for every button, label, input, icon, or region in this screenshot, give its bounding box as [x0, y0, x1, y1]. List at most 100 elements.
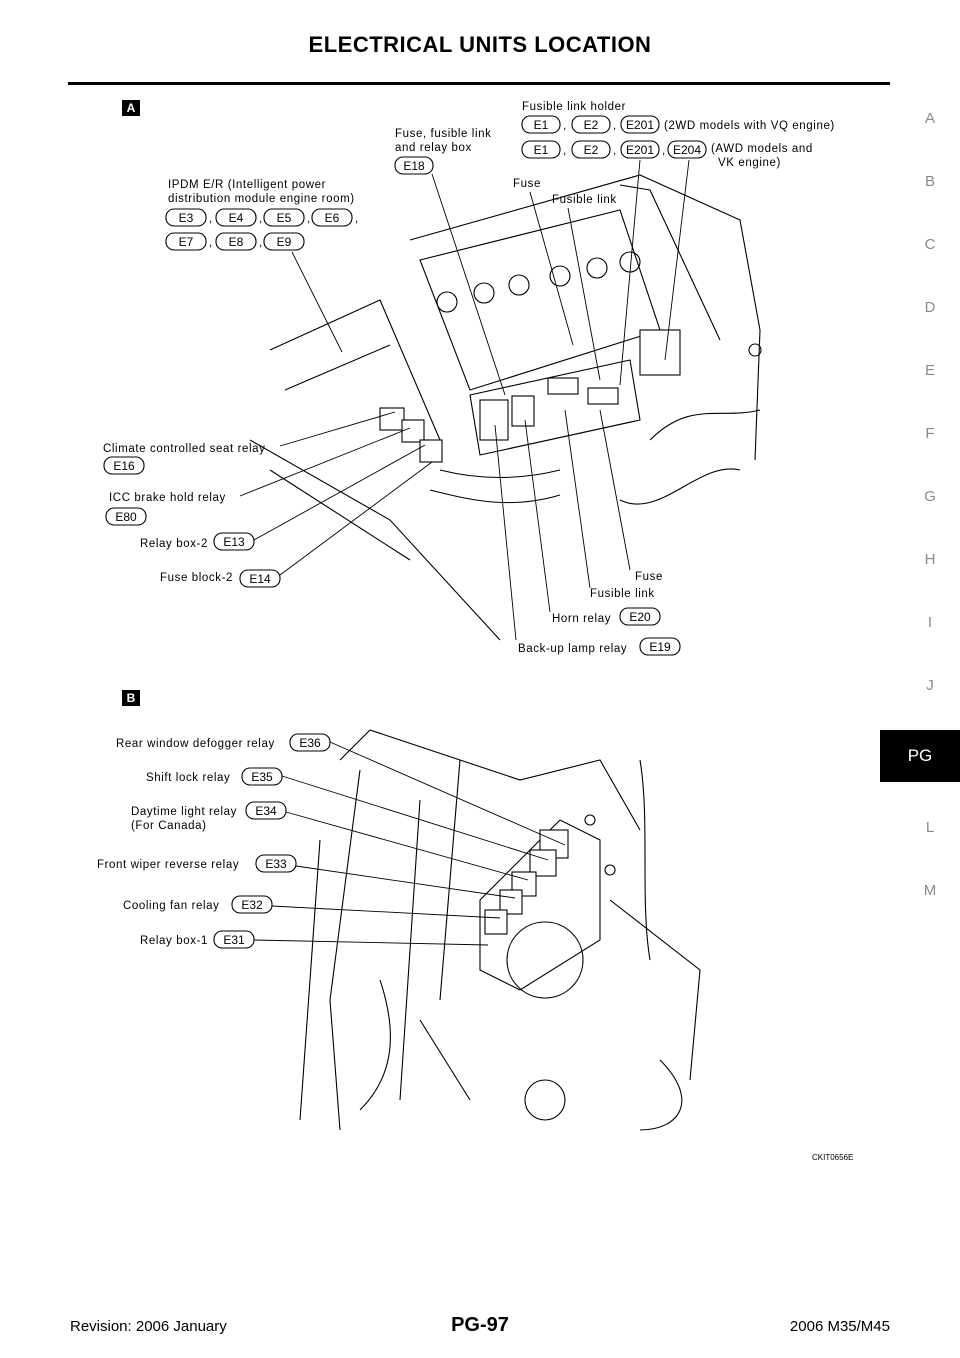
connector-e204-row2: [667, 140, 707, 159]
connector-e2-row2: [571, 140, 611, 159]
connector-e33-text: E33: [265, 857, 287, 871]
fusible-link-holder-row2: E1 , E2 , E201 , E204 (AWD models and VK…: [521, 140, 813, 169]
svg-text:,: ,: [209, 213, 213, 225]
footer-revision: Revision: 2006 January: [70, 1318, 227, 1335]
shift-lock-relay-label: Shift lock relay: [146, 772, 230, 784]
figure-a-badge-letter: A: [127, 101, 136, 115]
cooling-fan-relay-label: Cooling fan relay: [123, 900, 220, 912]
fusible-link-holder-note2-line2: VK engine): [718, 157, 781, 169]
footer-model: 2006 M35/M45: [789, 1318, 890, 1335]
diagram-canvas: A: [97, 100, 853, 1162]
fuse-block-2-label: Fuse block-2: [160, 572, 233, 584]
ipdm-row2: E7 , E8 , E9: [165, 232, 305, 251]
connector-e201-row2: [620, 140, 660, 159]
side-index-e[interactable]: E: [924, 362, 935, 379]
connector-e4-text: E4: [229, 211, 244, 225]
relay-box-1-label: Relay box-1: [140, 935, 208, 947]
connector-e204-row2-text: E204: [673, 143, 701, 157]
connector-e1-row2-text: E1: [534, 143, 549, 157]
fuse-top-label: Fuse: [513, 178, 541, 190]
side-index-j[interactable]: J: [926, 677, 934, 694]
connector-e7-text: E7: [179, 235, 194, 249]
side-index-f[interactable]: F: [925, 425, 935, 442]
connector-e3-text: E3: [179, 211, 194, 225]
svg-text:,: ,: [355, 213, 359, 225]
svg-text:,: ,: [662, 145, 666, 157]
connector-e8-text: E8: [229, 235, 244, 249]
side-index: A B C D E F G H I J PG L M: [880, 0, 960, 1358]
fusible-link-holder-note2-line1: (AWD models and: [711, 143, 813, 155]
figure-b-badge-letter: B: [127, 691, 136, 705]
connector-e18-text: E18: [403, 159, 425, 173]
fusible-link-holder-row1: E1 , E2 , E201 (2WD models with VQ engin…: [521, 115, 835, 134]
connector-e1-row2: [521, 140, 561, 159]
connector-e2-row1-text: E2: [584, 118, 599, 132]
connector-e20-text: E20: [629, 610, 651, 624]
svg-text:,: ,: [563, 120, 567, 132]
connector-e34-text: E34: [255, 804, 277, 818]
side-index-l[interactable]: L: [925, 819, 935, 836]
side-index-i[interactable]: I: [927, 614, 933, 631]
svg-text:,: ,: [259, 237, 263, 249]
connector-e32-text: E32: [241, 898, 263, 912]
icc-relay-label: ICC brake hold relay: [109, 492, 226, 504]
connector-e18: [394, 156, 434, 175]
side-index-pg-active[interactable]: PG: [880, 730, 960, 782]
connector-e2-row1: [571, 115, 611, 134]
connector-e13-text: E13: [223, 535, 245, 549]
side-index-b[interactable]: B: [924, 173, 935, 190]
connector-e201-row1: [620, 115, 660, 134]
ipdm-row1: E3 , E4 , E5 , E6 ,: [165, 208, 359, 227]
svg-text:,: ,: [563, 145, 567, 157]
rear-defogger-relay-label: Rear window defogger relay: [116, 738, 275, 750]
connector-e35-text: E35: [251, 770, 273, 784]
svg-text:,: ,: [259, 213, 263, 225]
connector-e6-text: E6: [325, 211, 340, 225]
connector-e1-row1-text: E1: [534, 118, 549, 132]
side-index-h[interactable]: H: [924, 551, 936, 568]
backup-lamp-relay-label: Back-up lamp relay: [518, 643, 627, 655]
wiper-reverse-relay-label: Front wiper reverse relay: [97, 859, 239, 871]
connector-e80-text: E80: [115, 510, 137, 524]
engine-bay-illustration: [249, 174, 762, 641]
connector-e14-text: E14: [249, 572, 271, 586]
fusible-link-holder-note1: (2WD models with VQ engine): [664, 120, 835, 132]
page-title: ELECTRICAL UNITS LOCATION: [308, 32, 652, 57]
connector-e36-text: E36: [299, 736, 321, 750]
svg-text:,: ,: [307, 213, 311, 225]
connector-e16-text: E16: [113, 459, 135, 473]
horn-relay-label: Horn relay: [552, 613, 611, 625]
fuse-box-label-line1: Fuse, fusible link: [395, 128, 491, 140]
ipdm-label-line1: IPDM E/R (Intelligent power: [168, 179, 326, 191]
ipdm-label-line2: distribution module engine room): [168, 193, 355, 205]
fuse-bottom-label: Fuse: [635, 571, 663, 583]
side-index-g[interactable]: G: [924, 488, 936, 505]
relay-box-2-label: Relay box-2: [140, 538, 208, 550]
figure-a-badge: [122, 100, 140, 116]
figure-a: A: [103, 100, 835, 656]
figure-b: B Rear window defogger relay E: [97, 690, 853, 1162]
fusible-link-bottom-label: Fusible link: [590, 588, 655, 600]
svg-text:,: ,: [209, 237, 213, 249]
connector-e9-text: E9: [277, 235, 292, 249]
climate-seat-relay-label: Climate controlled seat relay: [103, 443, 266, 455]
side-index-c[interactable]: C: [924, 236, 936, 253]
figure-code: CKIT0656E: [812, 1153, 853, 1162]
connector-e201-row1-text: E201: [626, 118, 654, 132]
fuse-box-label-line2: and relay box: [395, 142, 472, 154]
svg-text:,: ,: [613, 145, 617, 157]
side-index-a[interactable]: A: [924, 110, 935, 127]
connector-e19-text: E19: [649, 640, 671, 654]
fusible-link-top-label: Fusible link: [552, 194, 617, 206]
title-rule: [68, 82, 890, 85]
connector-e5-text: E5: [277, 211, 292, 225]
side-index-m[interactable]: M: [923, 882, 937, 899]
figure-b-badge: [122, 690, 140, 706]
relay-box-illustration: [299, 729, 701, 1131]
daytime-light-relay-label-line2: (For Canada): [131, 820, 207, 832]
fusible-link-holder-label: Fusible link holder: [522, 101, 626, 113]
connector-e2-row2-text: E2: [584, 143, 599, 157]
side-index-d[interactable]: D: [924, 299, 936, 316]
connector-e31-text: E31: [223, 933, 245, 947]
svg-text:,: ,: [613, 120, 617, 132]
